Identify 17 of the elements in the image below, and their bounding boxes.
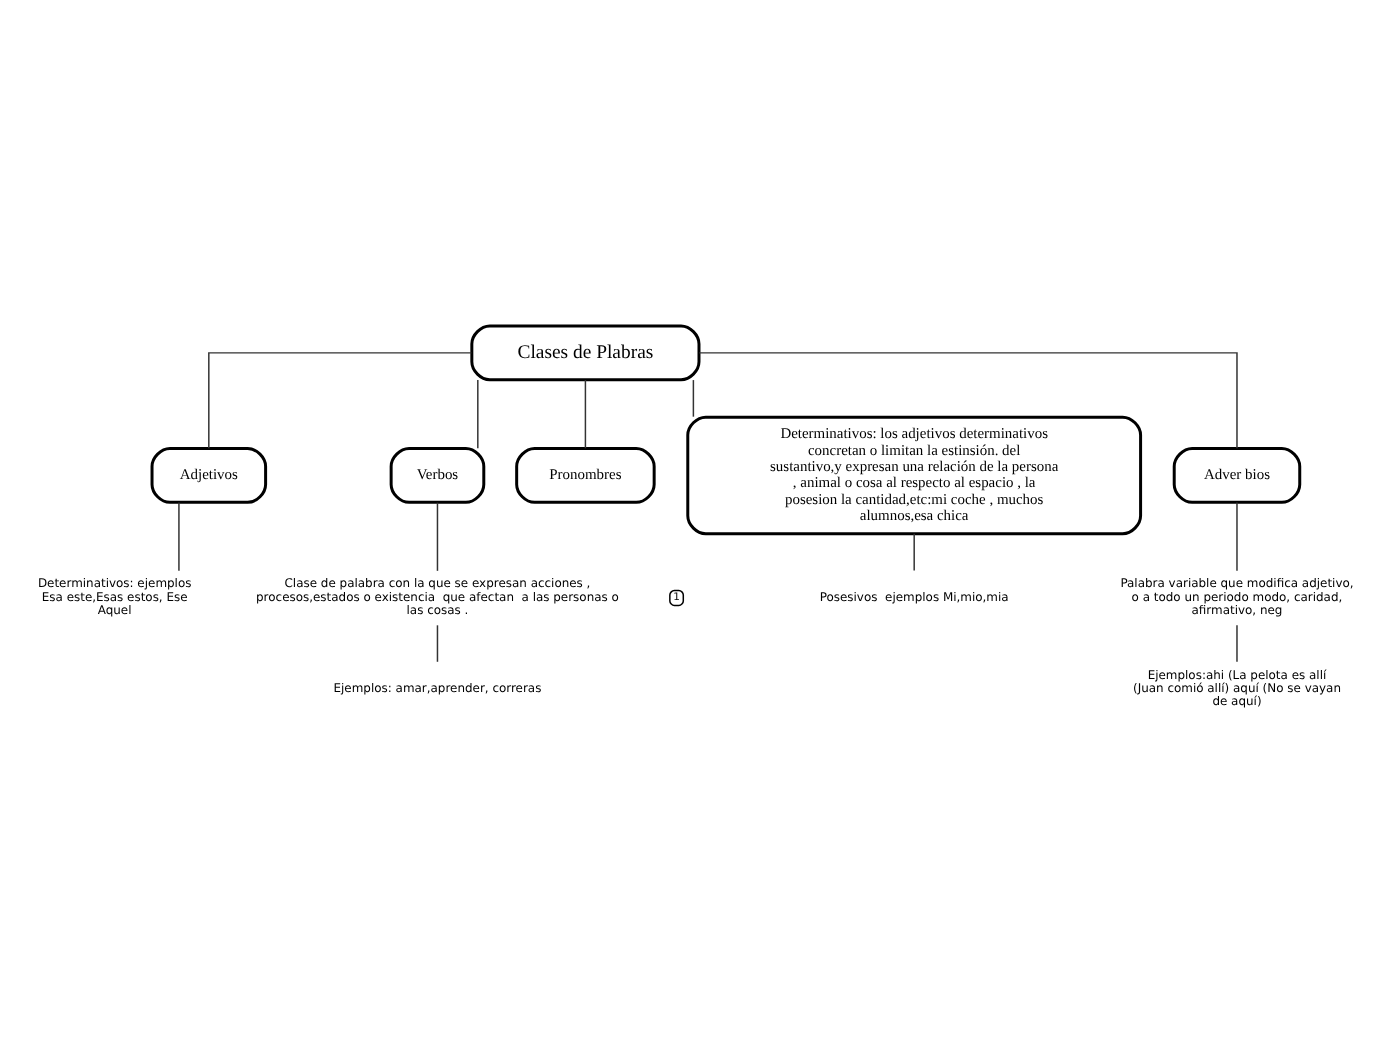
connector [436,500,439,571]
connector [436,623,439,662]
connector [692,378,695,417]
connector [1236,500,1238,571]
connector [913,532,915,571]
connector [698,351,1238,448]
node-box: Determinativos: los adjetivos determinativos concretan o limitan la estinsión. del sustantivo,y expresan una relación de la persona , animal o cosa al respecto al espacio , la posesion la cantidad,etc:mi coche , muchos alumnos,esa chica [686,414,1143,535]
node-box: Adjetivos [150,446,268,503]
node-box: Pronombres [515,446,656,503]
node-box: Adver bios [1172,446,1302,503]
connector [208,351,473,448]
connector [477,378,479,449]
connector [1236,623,1238,662]
connector [178,500,180,571]
node-box: Verbos [389,446,486,503]
node-box: Clases de Plabras [470,323,701,381]
connector [584,378,587,449]
